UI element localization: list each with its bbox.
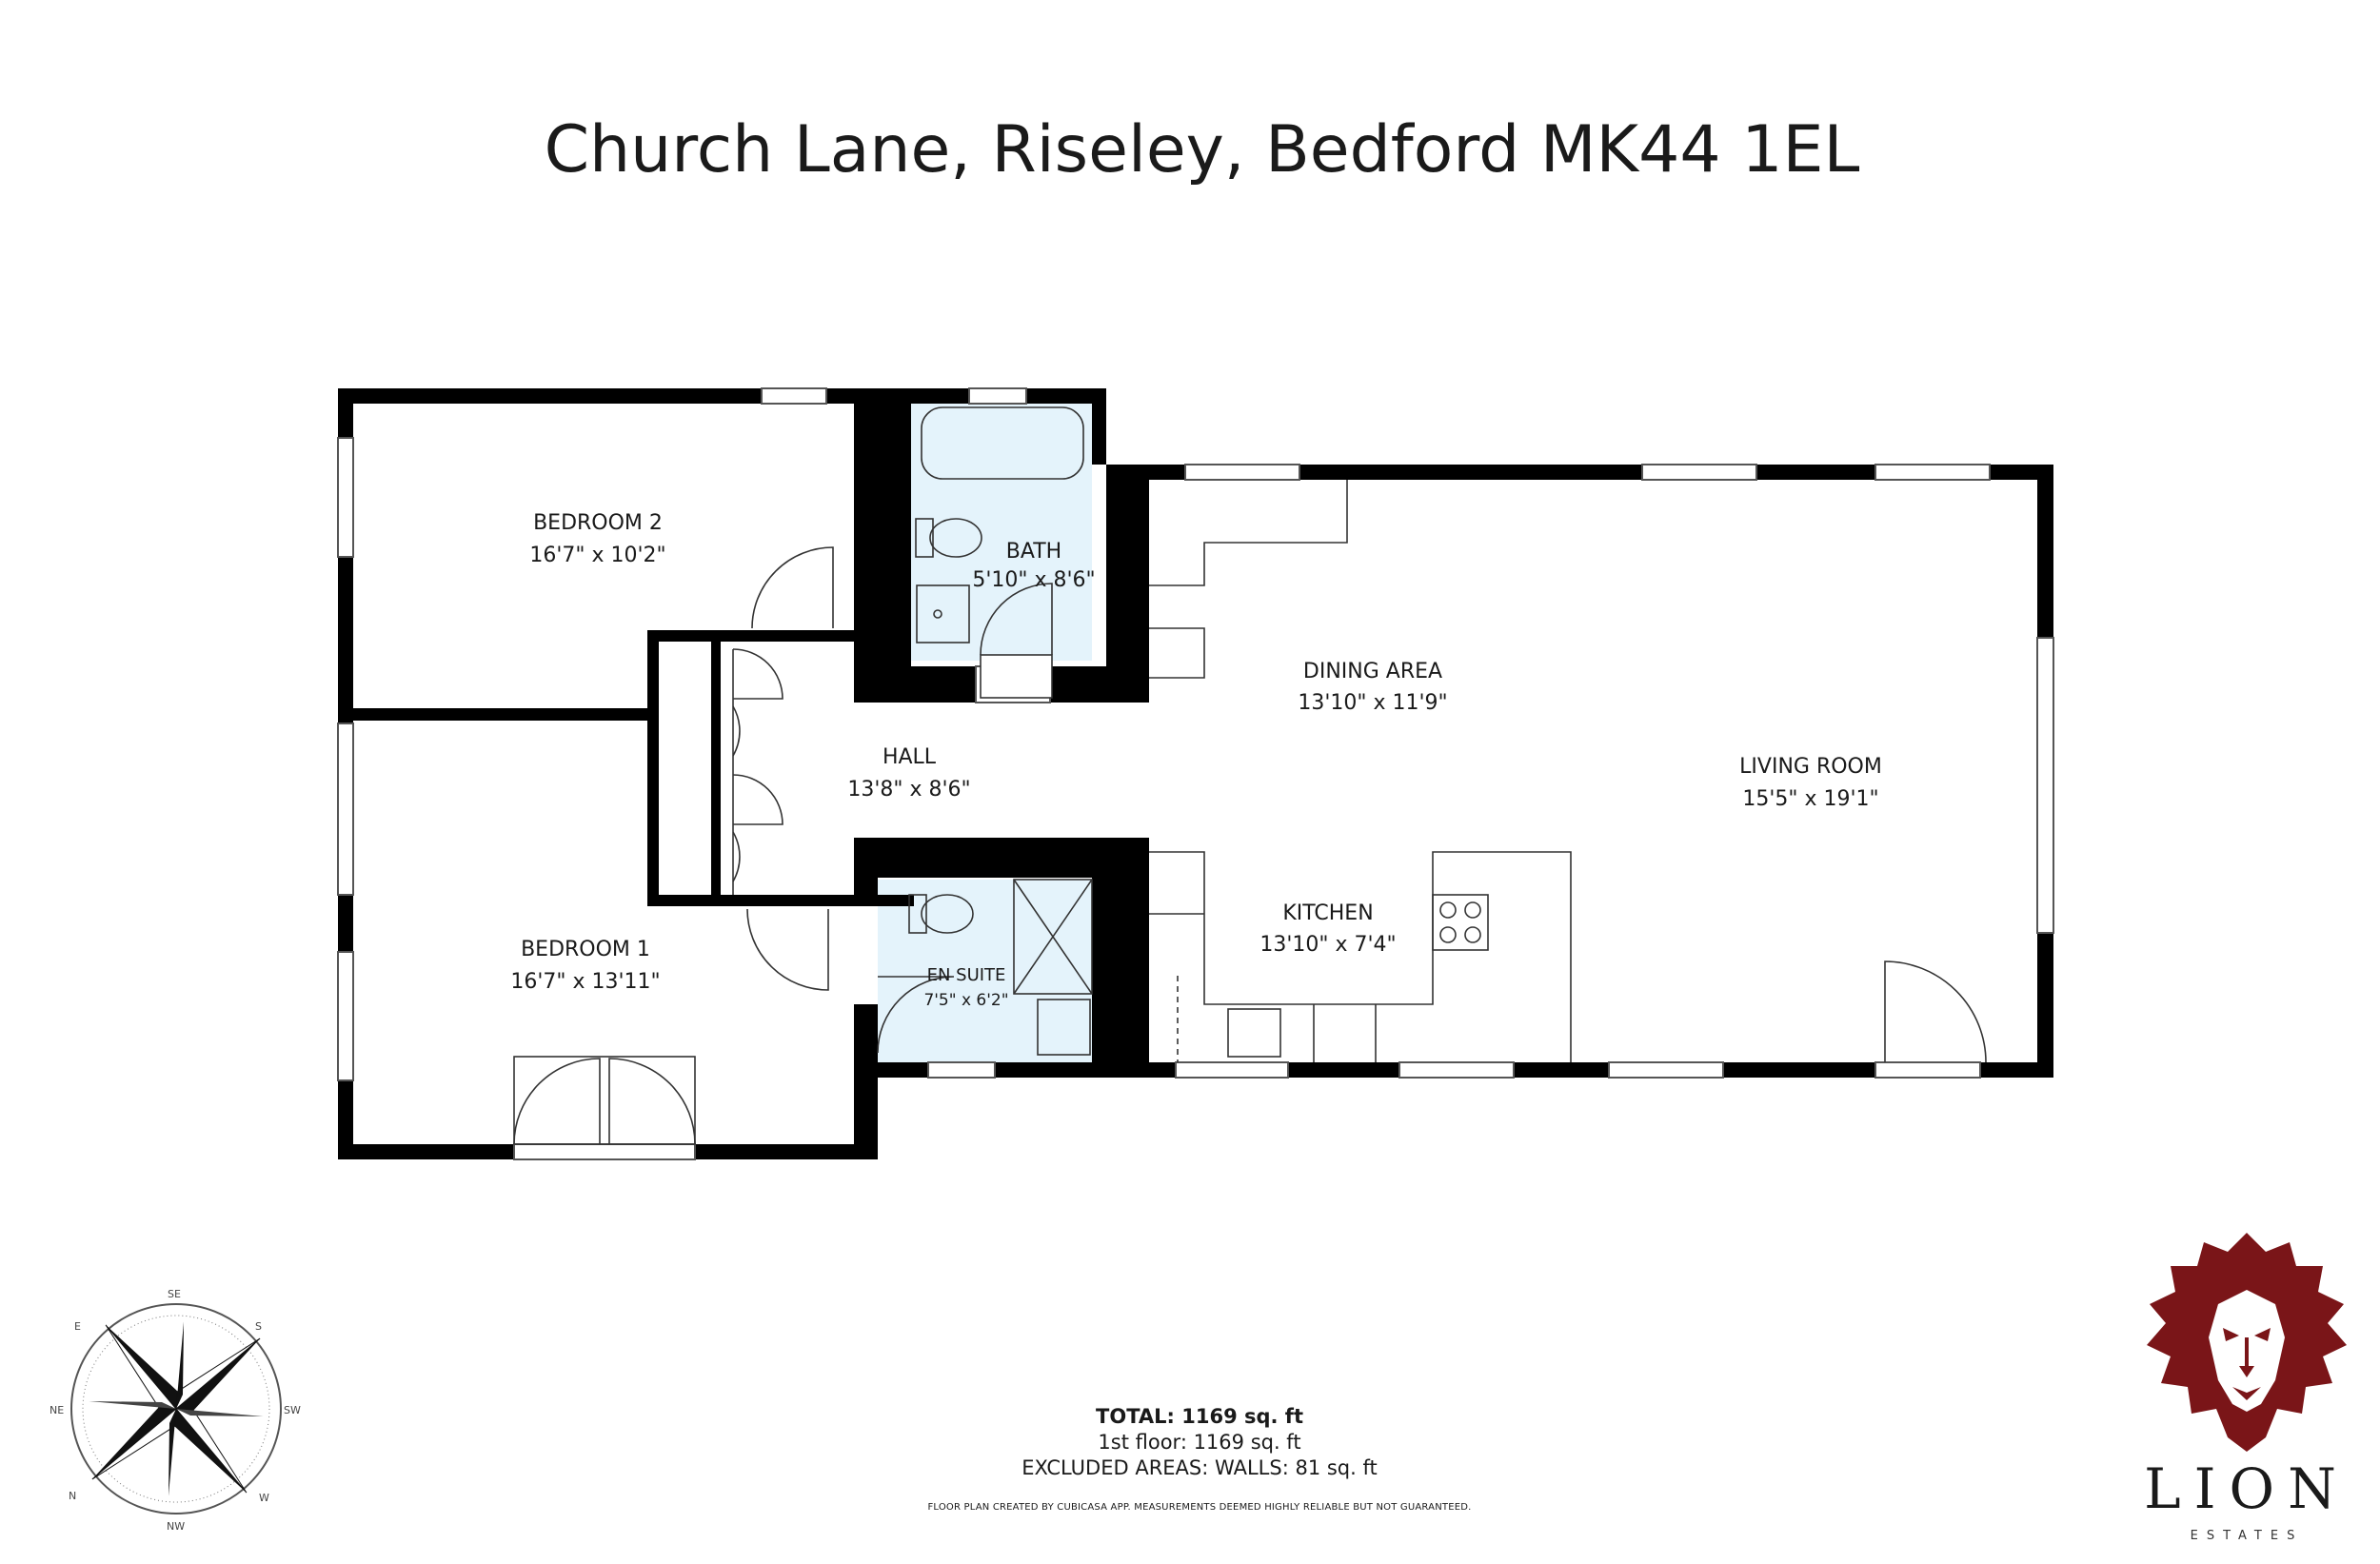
compass-n: N [69, 1490, 76, 1502]
floor-area: 1st floor: 1169 sq. ft [1098, 1431, 1301, 1454]
compass-nw: NW [167, 1520, 185, 1533]
kitchen-dims: 13'10" x 7'4" [1259, 933, 1396, 957]
bedroom1-dims: 16'7" x 13'11" [510, 970, 660, 994]
compass-sw: SW [284, 1404, 301, 1416]
lion-logo-icon [2147, 1233, 2347, 1452]
bedroom2-name: BEDROOM 2 [533, 511, 663, 535]
hall-name: HALL [883, 745, 937, 769]
dining-dims: 13'10" x 11'9" [1298, 691, 1447, 715]
logo-subtitle: ESTATES [2190, 1529, 2304, 1543]
ensuite-name: EN SUITE [927, 965, 1006, 985]
compass-ne: NE [50, 1404, 64, 1416]
dining-name: DINING AREA [1303, 660, 1442, 683]
compass-s: S [255, 1320, 262, 1333]
living-name: LIVING ROOM [1739, 755, 1882, 779]
excluded-area: EXCLUDED AREAS: WALLS: 81 sq. ft [1021, 1456, 1378, 1479]
compass-w: W [259, 1492, 269, 1504]
ensuite-dims: 7'5" x 6'2" [923, 991, 1008, 1010]
bath-name: BATH [1006, 540, 1061, 564]
page-title: Church Lane, Riseley, Bedford MK44 1EL [544, 112, 1860, 188]
bedroom2-dims: 16'7" x 10'2" [529, 544, 665, 567]
bedroom1-name: BEDROOM 1 [521, 938, 650, 961]
living-dims: 15'5" x 19'1" [1742, 787, 1878, 811]
area-summary: TOTAL: 1169 sq. ft 1st floor: 1169 sq. f… [857, 1404, 1542, 1481]
compass-se: SE [168, 1288, 181, 1300]
disclaimer: FLOOR PLAN CREATED BY CUBICASA APP. MEAS… [927, 1502, 1472, 1513]
kitchen-name: KITCHEN [1282, 901, 1373, 925]
ensuite-floor [878, 880, 1092, 1062]
total-area: TOTAL: 1169 sq. ft [1096, 1405, 1303, 1428]
bath-floor [911, 404, 1092, 661]
compass-e: E [74, 1320, 81, 1333]
logo-wordmark: LION [2144, 1456, 2350, 1521]
fixtures [513, 406, 1987, 1145]
bath-dims: 5'10" x 8'6" [972, 568, 1095, 592]
compass-icon: SE S SW W NW N NE E [50, 1288, 301, 1533]
hall-dims: 13'8" x 8'6" [847, 778, 970, 802]
